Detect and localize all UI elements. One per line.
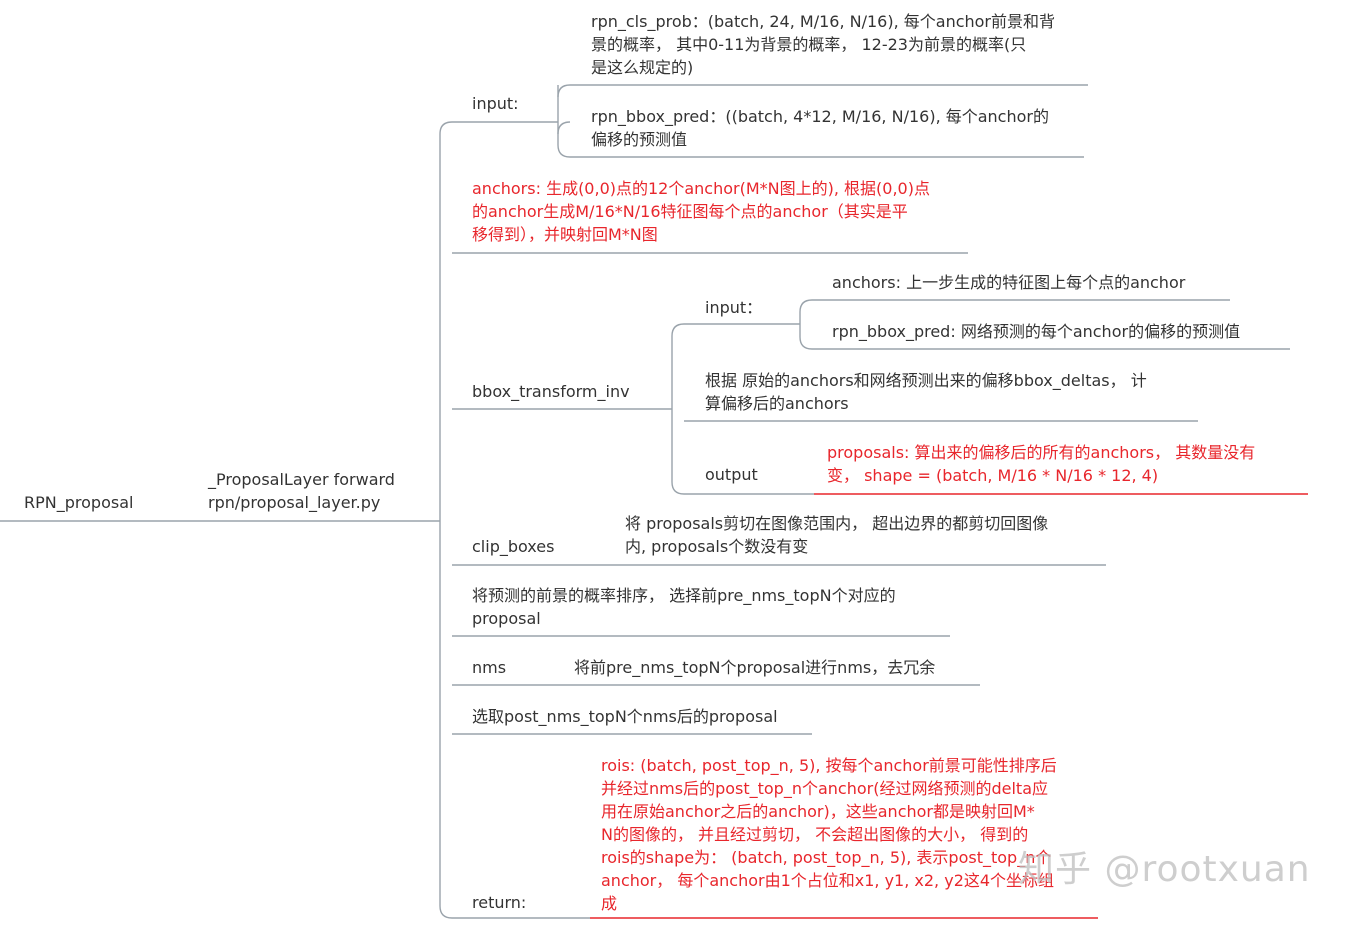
bbox-output-text: proposals: 算出来的偏移后的所有的anchors， 其数量没有 变， … — [827, 443, 1256, 485]
nms-desc: 将前pre_nms_topN个proposal进行nms，去冗余 — [574, 658, 936, 677]
bbox-input-pred-text: rpn_bbox_pred: 网络预测的每个anchor的偏移的预测值 — [832, 322, 1241, 341]
rpn-bbox-pred-text: rpn_bbox_pred：((batch, 4*12, M/16, N/16)… — [591, 107, 1049, 149]
watermark: 知乎 @rootxuan — [1018, 849, 1311, 890]
input-node-label: input: — [472, 94, 519, 113]
proposal-layer-file: rpn/proposal_layer.py — [208, 493, 381, 512]
bbox-desc-text: 根据 原始的anchors和网络预测出来的偏移bbox_deltas， 计 算偏… — [705, 371, 1147, 413]
clip-boxes-desc: 将 proposals剪切在图像范围内， 超出边界的都剪切回图像 内, prop… — [625, 514, 1049, 556]
nms-label: nms — [472, 658, 507, 677]
return-rois-text: rois: (batch, post_top_n, 5), 按每个anchor前… — [601, 756, 1057, 913]
bbox-output-label: output — [705, 465, 758, 484]
clip-boxes-label: clip_boxes — [472, 537, 555, 556]
bbox-input-anchors-text: anchors: 上一步生成的特征图上每个点的anchor — [832, 273, 1186, 292]
select-node-text: 选取post_nms_topN个nms后的proposal — [472, 707, 778, 726]
proposal-layer-title: _ProposalLayer forward — [208, 470, 395, 489]
anchors-node-text: anchors: 生成(0,0)点的12个anchor(M*N图上的), 根据(… — [472, 179, 930, 244]
sort-node-text: 将预测的前景的概率排序， 选择前pre_nms_topN个对应的 proposa… — [472, 586, 896, 628]
return-label: return: — [472, 893, 527, 912]
bbox-input-label: input： — [705, 298, 763, 317]
bbox-transform-inv-label: bbox_transform_inv — [472, 382, 630, 401]
rpn-cls-prob-text: rpn_cls_prob：(batch, 24, M/16, N/16), 每个… — [591, 12, 1056, 77]
root-node-label: RPN_proposal — [24, 493, 134, 512]
